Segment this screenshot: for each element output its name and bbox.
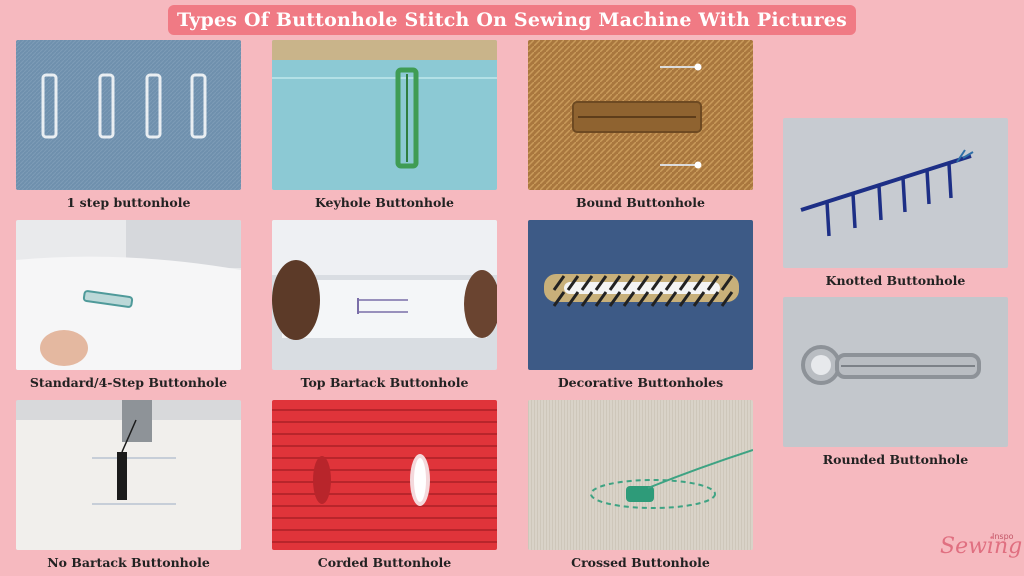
no-bartack-buttonhole-image <box>16 400 241 550</box>
card-crossed: Crossed Buttonhole <box>528 400 753 572</box>
card-keyhole: Keyhole Buttonhole <box>272 40 497 212</box>
card-corded: Corded Buttonhole <box>272 400 497 572</box>
corded-buttonhole-image <box>272 400 497 550</box>
caption-standard: Standard/4-Step Buttonhole <box>29 375 228 390</box>
caption-one-step: 1 step buttonhole <box>66 195 191 210</box>
one-step-buttonhole-image <box>16 40 241 190</box>
caption-rounded: Rounded Buttonhole <box>822 452 969 467</box>
card-standard: Standard/4-Step Buttonhole <box>16 220 241 392</box>
crossed-buttonhole-image <box>528 400 753 550</box>
card-rounded: Rounded Buttonhole <box>783 297 1008 469</box>
top-bartack-buttonhole-image <box>272 220 497 370</box>
caption-no-bartack: No Bartack Buttonhole <box>47 555 210 570</box>
caption-keyhole: Keyhole Buttonhole <box>314 195 455 210</box>
card-one-step: 1 step buttonhole <box>16 40 241 212</box>
card-decorative: Decorative Buttonholes <box>528 220 753 392</box>
standard-buttonhole-image <box>16 220 241 370</box>
sewing-inspo-logo: Inspo Sewing <box>936 526 1023 572</box>
card-knotted: Knotted Buttonhole <box>783 118 1008 290</box>
card-no-bartack: No Bartack Buttonhole <box>16 400 241 572</box>
rounded-buttonhole-image <box>783 297 1008 447</box>
knotted-buttonhole-image <box>783 118 1008 268</box>
card-top-bartack: Top Bartack Buttonhole <box>272 220 497 392</box>
page-title: Types Of Buttonhole Stitch On Sewing Mac… <box>177 9 847 31</box>
keyhole-buttonhole-image <box>272 40 497 190</box>
bound-buttonhole-image <box>528 40 753 190</box>
logo-small-text: Inspo <box>992 532 1014 541</box>
card-bound: Bound Buttonhole <box>528 40 753 212</box>
caption-knotted: Knotted Buttonhole <box>825 273 966 288</box>
decorative-buttonhole-image <box>528 220 753 370</box>
logo-script-text: Sewing <box>940 534 1023 559</box>
caption-decorative: Decorative Buttonholes <box>557 375 724 390</box>
caption-crossed: Crossed Buttonhole <box>571 555 710 570</box>
title-banner: Types Of Buttonhole Stitch On Sewing Mac… <box>168 5 856 35</box>
caption-corded: Corded Buttonhole <box>317 555 452 570</box>
caption-top-bartack: Top Bartack Buttonhole <box>300 375 469 390</box>
caption-bound: Bound Buttonhole <box>576 195 705 210</box>
